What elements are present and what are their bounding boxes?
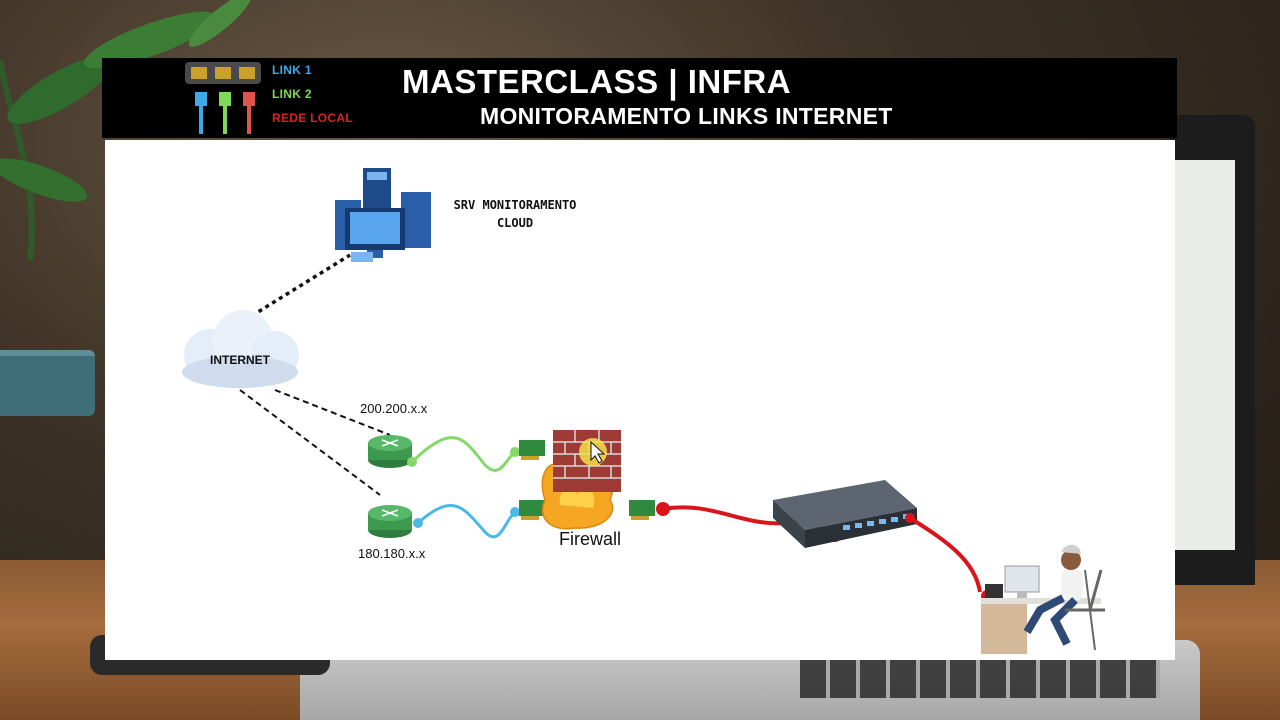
wan-line-link1 [239,389,381,496]
router-link1-icon [368,505,412,538]
laptop-screen-background [1175,160,1235,550]
pointer-icon [590,440,606,464]
diagram-board [105,140,1175,660]
server-label-line2: CLOUD [496,216,534,230]
page-subtitle: MONITORAMENTO LINKS INTERNET [480,103,893,129]
books-background [0,350,95,416]
lan-cable-switch-user [908,516,982,593]
firewall-icon [541,430,621,530]
nic-card-3-icon [629,500,655,520]
network-switch-icon [773,480,917,548]
legend-link1: LINK 1 [272,63,312,77]
cloud-server-icon [335,168,431,262]
cloud-link-line [244,253,351,322]
wan-line-link2 [274,389,391,436]
user-workstation-icon [981,544,1105,654]
internet-label: INTERNET [210,353,270,367]
header-bar [102,58,1177,138]
internet-cloud-icon [182,310,299,388]
ethernet-cables-icon [185,62,261,134]
link2-cable [410,436,517,472]
page-title: MASTERCLASS | INFRA [402,63,792,100]
network-diagram [182,168,1105,654]
ip-link1-label: 180.180.x.x [358,546,426,561]
legend-lan: REDE LOCAL [272,111,353,125]
firewall-label: Firewall [559,529,622,549]
server-label-line1: SRV MONITORAMENTO [453,198,577,212]
nic-card-1-icon [519,440,545,460]
server-label: SRV MONITORAMENTO CLOUD [430,198,600,230]
plant-background [0,0,252,260]
legend-link2: LINK 2 [272,87,312,101]
link1-cable [417,504,517,539]
router-link2-icon [368,435,412,468]
nic-card-2-icon [519,500,545,520]
ip-link2-label: 200.200.x.x [360,401,428,416]
keys-background [800,658,1160,698]
